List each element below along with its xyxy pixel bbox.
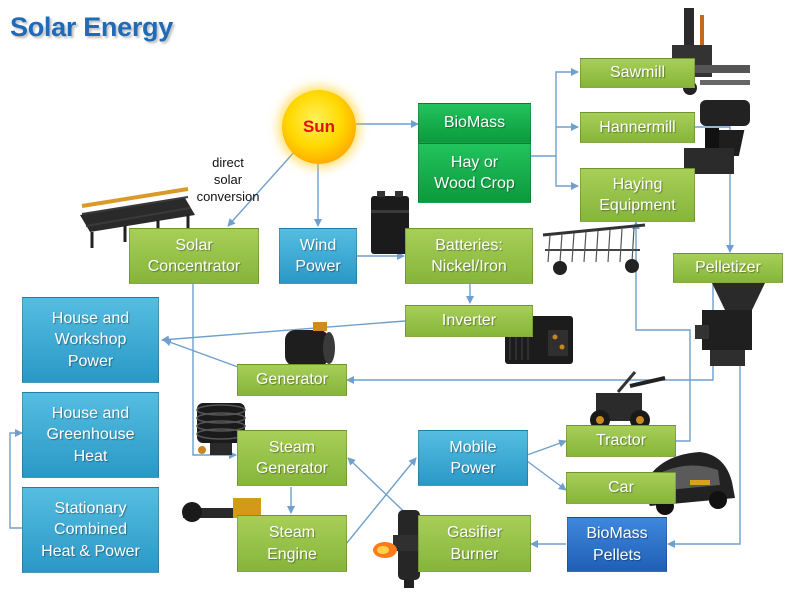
- sun-node: Sun: [282, 90, 356, 164]
- solar-concentrator-node: Solar Concentrator: [129, 228, 259, 284]
- hay-rake-icon: [542, 223, 646, 275]
- arrow-inverter-to-house: [161, 320, 406, 344]
- arrow-mobile-to-tractor: [526, 439, 567, 456]
- direct-solar-conversion-label: direct solar conversion: [196, 155, 260, 204]
- car-node: Car: [566, 472, 676, 504]
- steam-engine-node: Steam Engine: [237, 515, 347, 572]
- arrow-hammermill-to-pelletizer: [695, 126, 734, 253]
- hammermill-machine-icon: [684, 100, 750, 174]
- arrow-engine-to-mobile: [345, 457, 417, 545]
- generator-node: Generator: [237, 364, 347, 396]
- pelletizer-machine-icon: [695, 283, 765, 366]
- pelletizer-node: Pelletizer: [673, 253, 783, 283]
- steam-engine-icon: [182, 498, 262, 525]
- biomass-pellets-node: BioMass Pellets: [567, 517, 667, 572]
- hammermill-node: Hannermill: [580, 112, 695, 143]
- arrow-stationary-to-greenhouse: [9, 429, 23, 529]
- haying-equipment-node: Haying Equipment: [580, 168, 695, 222]
- arrow-pelletizer-to-pellets: [667, 283, 741, 548]
- arrow-sun-to-concentrator: [227, 149, 297, 227]
- inverter-node: Inverter: [405, 305, 533, 337]
- sun-label: Sun: [302, 117, 336, 136]
- arrow-hay-to-sawmill: [531, 68, 579, 157]
- arrow-tractor-to-haying: [632, 221, 691, 442]
- mobile-power-node: Mobile Power: [418, 430, 528, 486]
- batteries-node: Batteries: Nickel/Iron: [405, 228, 533, 284]
- house-greenhouse-heat-node: House and Greenhouse Heat: [22, 392, 159, 478]
- arrow-hay-to-haying: [555, 156, 579, 190]
- page-title: Solar Energy: [10, 12, 173, 42]
- house-workshop-power-node: House and Workshop Power: [22, 297, 159, 383]
- arrow-generator-to-house: [163, 338, 239, 368]
- hay-wood-crop-node: Hay or Wood Crop: [418, 143, 531, 203]
- stationary-chp-node: Stationary Combined Heat & Power: [22, 487, 159, 573]
- solar-trough-icon: [80, 187, 195, 248]
- wind-power-node: Wind Power: [279, 228, 357, 284]
- gasifier-burner-node: Gasifier Burner: [418, 515, 531, 572]
- battery-icon: [371, 191, 409, 254]
- tractor-node: Tractor: [566, 425, 676, 457]
- sawmill-node: Sawmill: [580, 58, 695, 88]
- biomass-node: BioMass: [418, 103, 531, 143]
- arrow-mobile-to-car: [526, 460, 567, 491]
- steam-generator-node: Steam Generator: [237, 430, 347, 486]
